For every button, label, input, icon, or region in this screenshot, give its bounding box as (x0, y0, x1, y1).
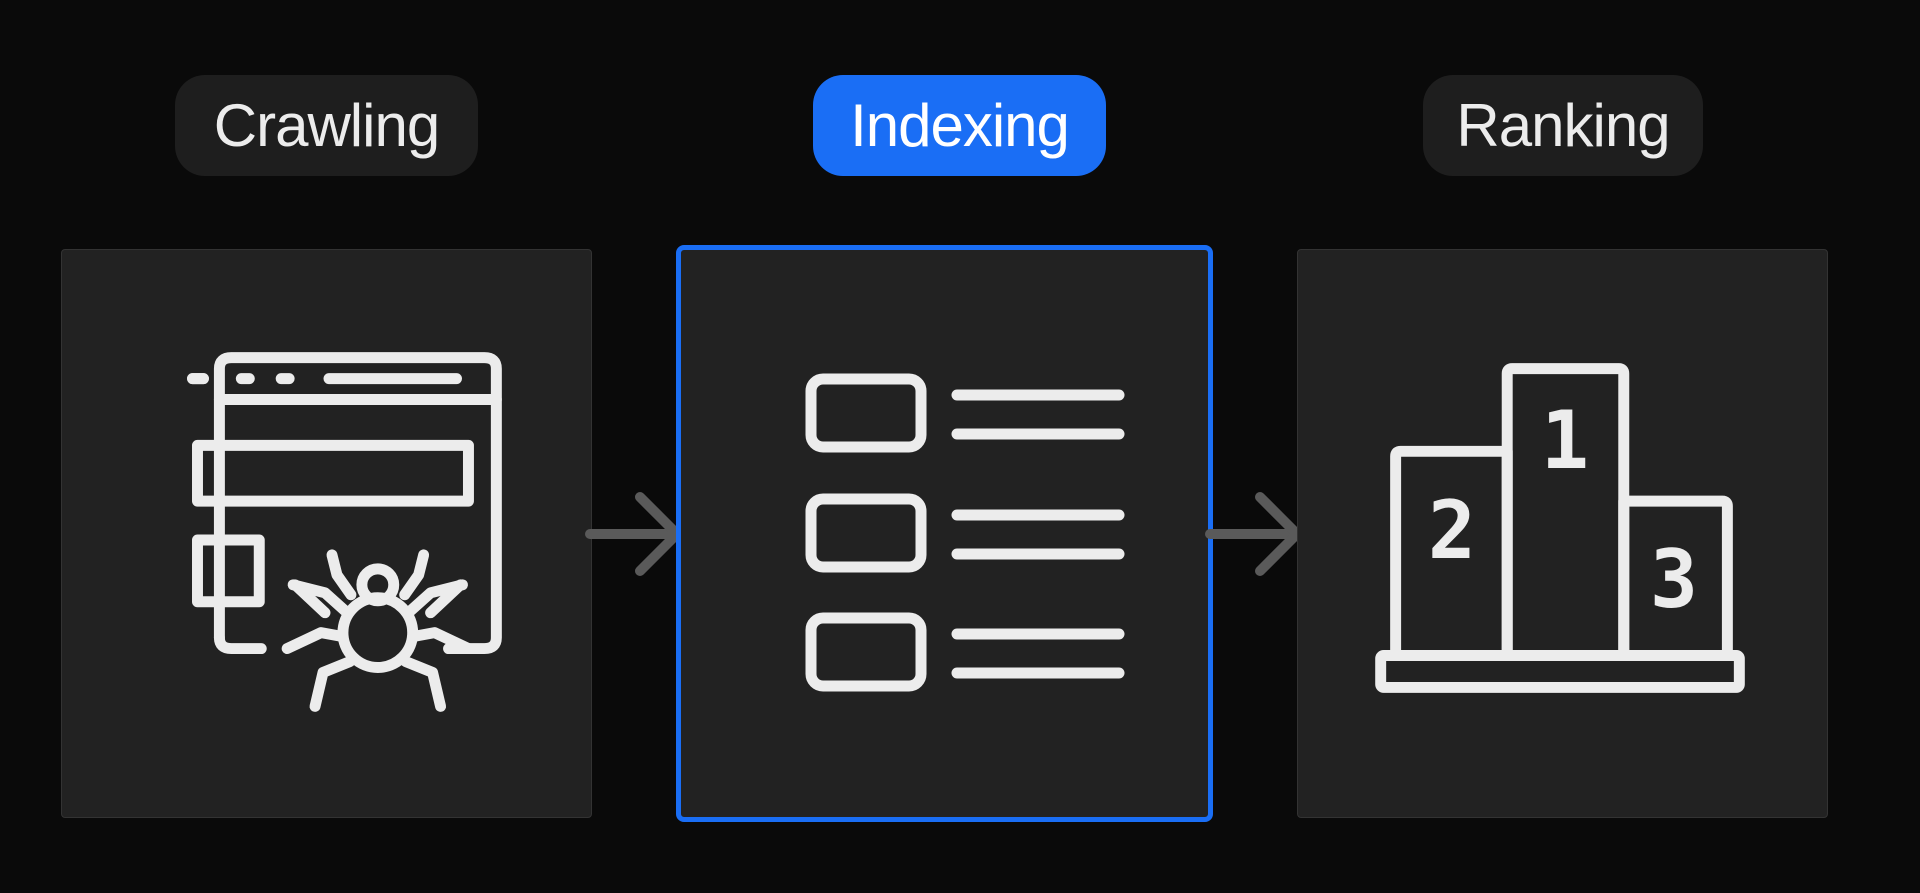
step-label-crawling: Crawling (175, 75, 478, 176)
step-label-indexing: Indexing (813, 75, 1106, 176)
podium-number-3: 3 (1649, 533, 1699, 626)
step-card-indexing (676, 245, 1213, 822)
browser-spider-detail (192, 439, 474, 712)
step-card-crawling (61, 249, 592, 818)
podium-icon (1375, 363, 1745, 693)
podium-number-1: 1 (1540, 394, 1590, 487)
index-list-icon (805, 373, 1125, 692)
step-card-ranking: 1 2 3 (1297, 249, 1828, 818)
browser-spider-icon (187, 352, 502, 655)
step-label-ranking: Ranking (1423, 75, 1703, 176)
podium-number-2: 2 (1427, 484, 1477, 577)
